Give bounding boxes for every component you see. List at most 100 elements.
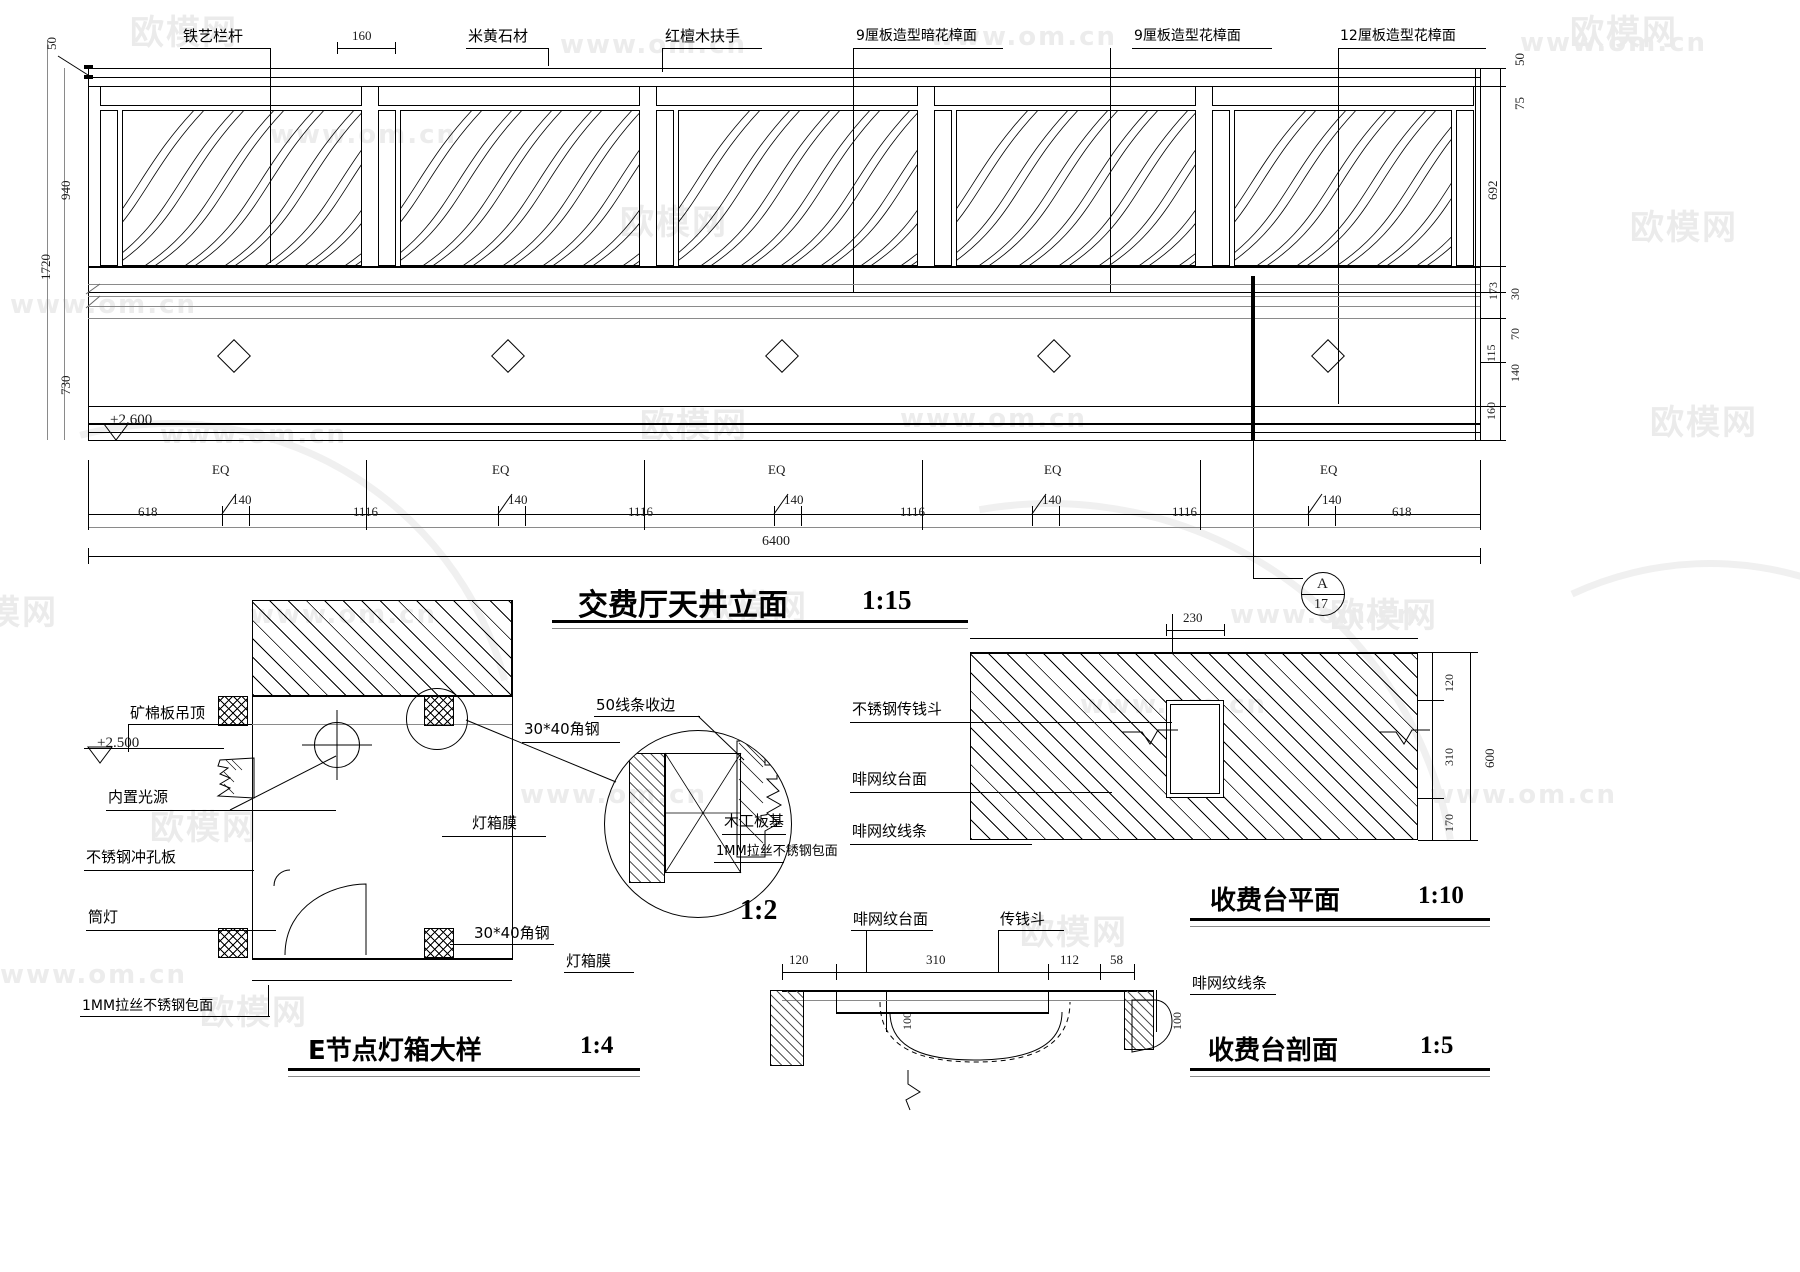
dim-140: 140	[508, 492, 528, 507]
dim-1116: 1116	[1172, 504, 1198, 519]
bay-wave-panel	[400, 110, 640, 266]
label-leader-diagonal	[697, 715, 745, 761]
railing-bay	[656, 86, 918, 266]
title-underline	[552, 620, 968, 623]
dim-tick	[1059, 506, 1060, 526]
lightbox-detail-scale: 1:4	[580, 1032, 614, 1059]
dim-140: 140	[1322, 492, 1342, 507]
dim-tick	[1032, 506, 1033, 526]
callout-leader	[548, 48, 549, 66]
label-leader	[850, 722, 1172, 723]
dim-leader	[773, 493, 789, 515]
bay-right-stile	[1456, 110, 1474, 266]
elevation-scale: 1:15	[862, 585, 912, 615]
detail-zoom-leader	[465, 719, 617, 783]
dim-leader	[1031, 493, 1047, 515]
callout-leader	[1338, 48, 1339, 404]
label-section-countertop: 啡网纹台面	[853, 910, 929, 928]
eq-label: EQ	[492, 462, 510, 477]
watermark-brand: 欧模网	[0, 594, 58, 632]
title-underline-thin	[1190, 926, 1490, 927]
label-angle-steel-corner: 30*40角钢	[524, 720, 600, 738]
lightbox-left-wall	[252, 600, 253, 960]
dim-dot	[84, 65, 93, 69]
detail-bubble-letter: A	[1317, 576, 1328, 592]
dim-line	[88, 514, 1480, 515]
break-symbol-icon	[905, 1070, 921, 1111]
angle-steel-corner	[218, 928, 248, 958]
watermark-brand: 欧模网	[1650, 404, 1758, 442]
dim-chain-line	[1432, 652, 1433, 840]
dim-tick	[222, 506, 223, 526]
section-line	[782, 1000, 1154, 1001]
dim-tick	[1480, 266, 1506, 267]
wood-base-cross	[664, 752, 742, 874]
counter-plan-scale: 1:10	[1418, 882, 1464, 909]
dim-170: 170	[1442, 814, 1456, 832]
dim-tick	[1134, 964, 1135, 980]
bay-top-rail	[656, 86, 918, 106]
watermark-arc	[1287, 467, 1800, 1272]
bay-left-stile	[1212, 110, 1230, 266]
counter-plan-title: 收费台平面	[1210, 886, 1341, 916]
lightbox-base	[252, 980, 512, 981]
dim-tick	[1480, 86, 1506, 87]
dim-140: 140	[784, 492, 804, 507]
dim-120: 120	[1442, 674, 1456, 692]
callout-leader	[662, 48, 663, 72]
callout-leader	[853, 48, 854, 292]
skirt-band	[88, 318, 1480, 319]
dim-tick	[1480, 548, 1481, 564]
bay-left-stile	[656, 110, 674, 266]
dim-chain-line	[1470, 652, 1471, 840]
watermark-brand: 欧模网	[200, 994, 308, 1032]
ceiling-hatch	[252, 600, 512, 696]
section-bowl-curve	[879, 1001, 1071, 1063]
label-section-trim: 啡网纹线条	[1192, 974, 1268, 992]
title-underline-thin	[1190, 1076, 1490, 1077]
top-rail-line	[88, 68, 1480, 69]
label-leader	[564, 972, 634, 973]
diamond-ornament	[1311, 339, 1345, 373]
section-edge	[836, 990, 837, 1012]
callout-leader	[662, 48, 762, 49]
dim-tick	[1166, 624, 1167, 636]
lightbox-detail-tick	[273, 869, 291, 887]
corner-detail-circle	[604, 730, 792, 918]
level-triangle-icon	[87, 746, 113, 764]
dim-right-140: 140	[1508, 364, 1522, 382]
label-section-money-chute: 传钱斗	[1000, 910, 1046, 928]
dim-140: 140	[1042, 492, 1062, 507]
level-ext-line	[84, 748, 224, 749]
lightbox-inner-line	[252, 724, 512, 725]
label-downlight: 筒灯	[88, 908, 119, 926]
callout-label-wood-handrail: 红檀木扶手	[665, 27, 741, 45]
dim-ext-line	[47, 40, 48, 440]
title-underline-thin	[288, 1076, 640, 1077]
dim-tick	[1308, 506, 1309, 526]
label-brown-web-countertop: 啡网纹台面	[852, 770, 928, 788]
eq-tick	[922, 460, 923, 530]
base-band	[88, 432, 1480, 433]
dim-leader	[221, 493, 237, 515]
counter-plan-top-line	[970, 638, 1418, 639]
corner-detail-scale: 1:2	[740, 895, 778, 926]
dim-tick	[249, 506, 250, 526]
diamond-ornament	[1037, 339, 1071, 373]
counter-plan-ref-line	[1172, 614, 1173, 652]
label-leader-diagonal	[229, 755, 337, 811]
counter-section-scale: 1:5	[1420, 1032, 1454, 1059]
counter-plan-top-edge	[970, 652, 1418, 654]
eq-dim-line	[88, 527, 1480, 528]
dim-730: 730	[58, 375, 73, 396]
lightbox-bottom	[252, 958, 512, 960]
skirt-band	[88, 292, 1480, 293]
bay-wave-panel	[678, 110, 918, 266]
callout-label-12mm-flower: 12厘板造型花樟面	[1340, 28, 1456, 44]
label-leader	[522, 742, 620, 743]
dim-right-75: 75	[1512, 97, 1527, 110]
label-built-in-light: 内置光源	[108, 788, 169, 806]
dim-tick	[1418, 652, 1478, 653]
dim-line	[782, 972, 1134, 973]
dim-tick	[1418, 700, 1444, 701]
